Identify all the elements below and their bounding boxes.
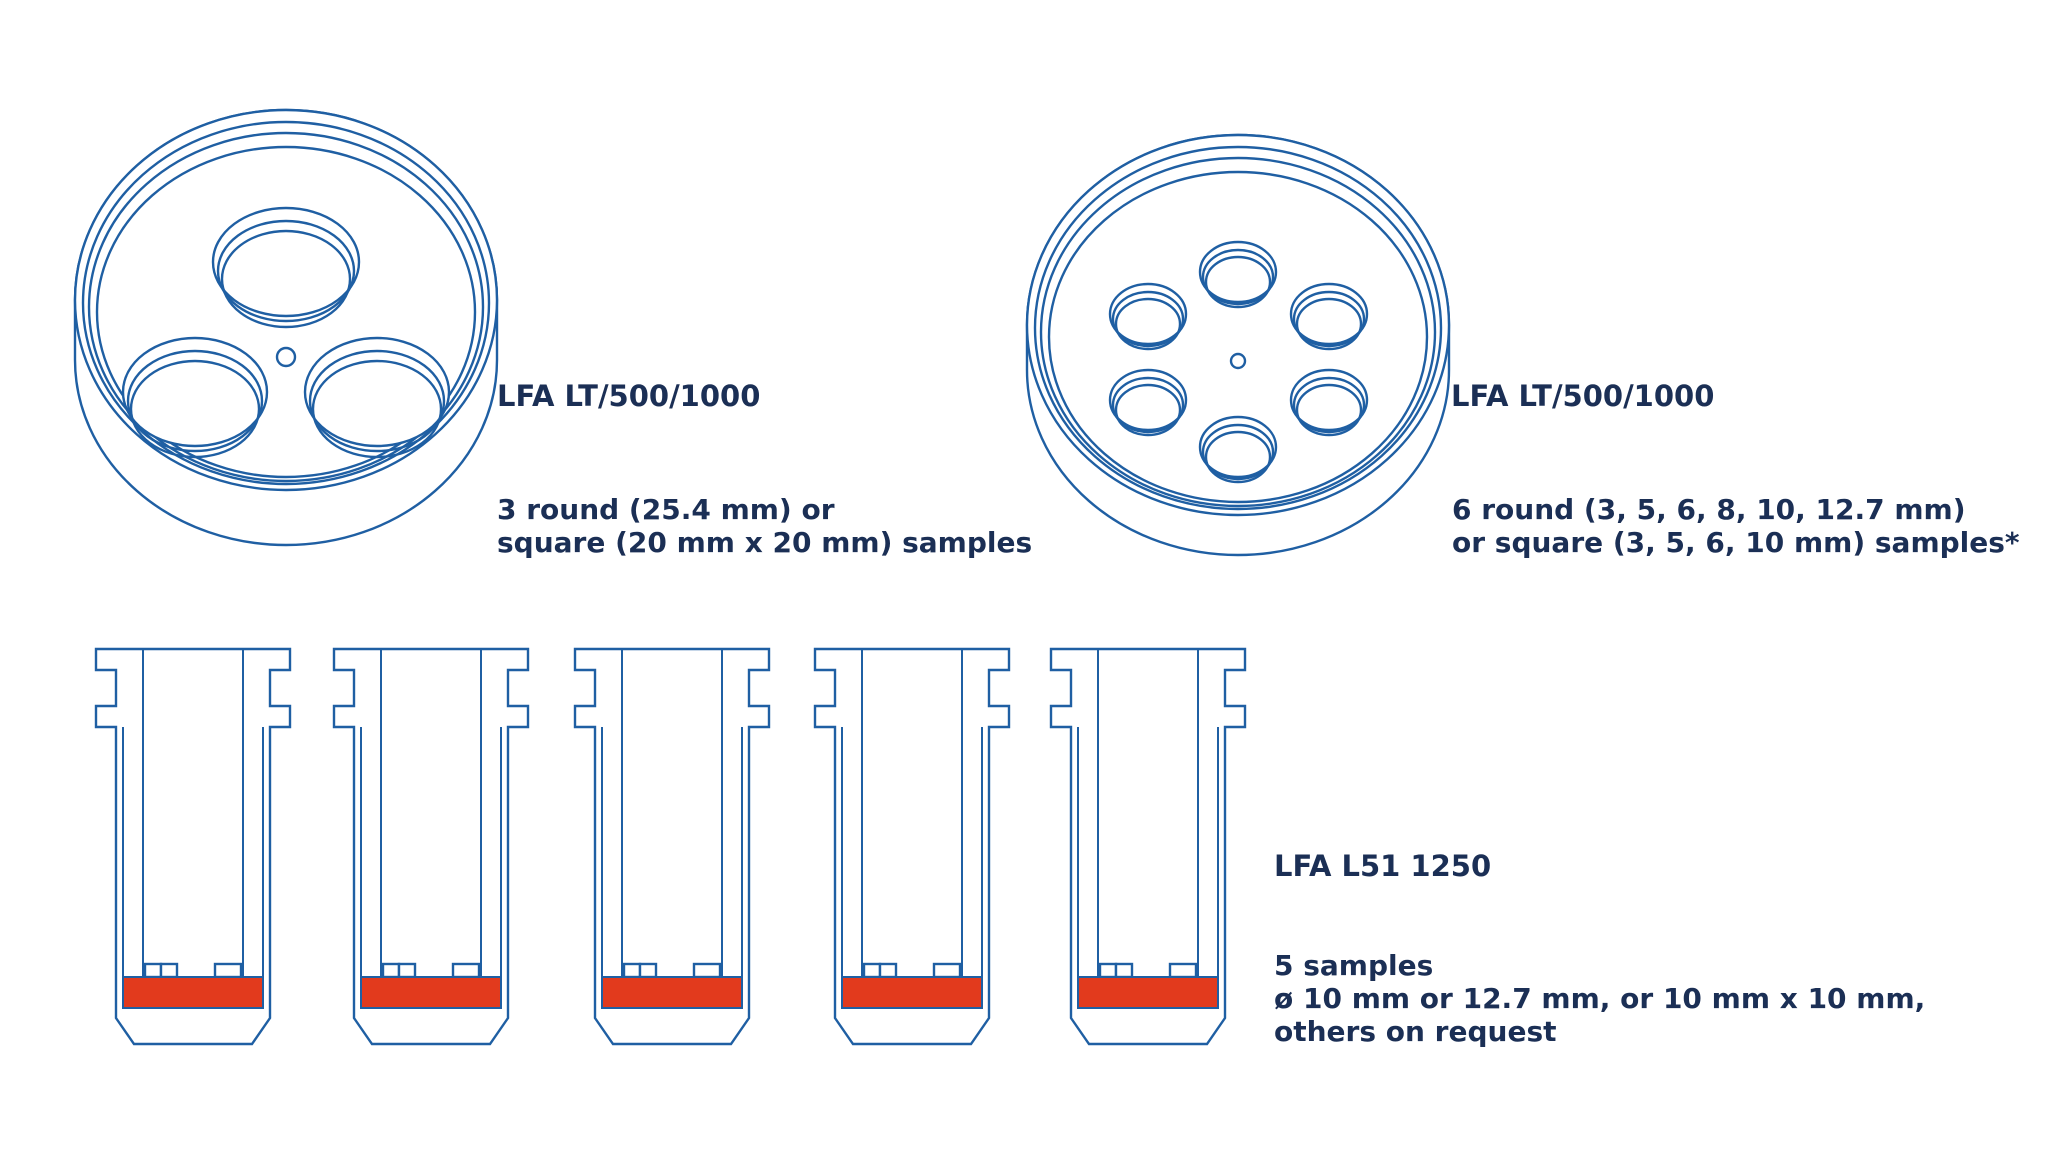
sample-well: [1289, 282, 1369, 351]
holder-l51-desc-line-1: 5 samples: [1274, 949, 1434, 982]
spacer-tab: [1114, 962, 1134, 979]
spacer-tab: [143, 962, 163, 979]
center-hole: [275, 346, 297, 368]
spacer-tab: [878, 962, 898, 979]
sample-well: [1198, 240, 1278, 309]
crucible-outline: [94, 647, 292, 1046]
holder-6-title: LFA LT/500/1000: [1451, 379, 1715, 413]
spacer-tab: [451, 962, 481, 979]
sample-well: [121, 336, 269, 459]
holder-3-title: LFA LT/500/1000: [497, 379, 761, 413]
sample-well: [303, 336, 451, 459]
sample-slab: [1077, 976, 1219, 1009]
sample-well: [1108, 282, 1188, 351]
holder-3-floor: [95, 145, 477, 479]
l51-crucible-row: [94, 647, 1247, 1046]
crucible: [332, 647, 530, 1046]
center-hole: [1229, 352, 1247, 370]
sample-well: [1289, 368, 1369, 437]
holder-l51-desc-line-3: others on request: [1274, 1015, 1557, 1048]
holder-3-rim-ring: [87, 131, 485, 483]
spacer-tab: [862, 962, 882, 979]
holder-3-desc-line-1: 3 round (25.4 mm) or: [497, 493, 835, 526]
crucible: [573, 647, 771, 1046]
holder-l51-desc-line-2: ø 10 mm or 12.7 mm, or 10 mm x 10 mm,: [1274, 982, 1926, 1015]
spacer-tab: [692, 962, 722, 979]
crucible-outline: [573, 647, 771, 1046]
holder-3-rim-ring: [81, 120, 491, 486]
holder-3-desc-line-2: square (20 mm x 20 mm) samples: [497, 526, 1033, 559]
holder-6-floor: [1047, 170, 1429, 504]
crucible-outline: [332, 647, 530, 1046]
sample-well: [1108, 368, 1188, 437]
spacer-tab: [1098, 962, 1118, 979]
sample-well: [211, 206, 361, 329]
spacer-tab: [1168, 962, 1198, 979]
crucible-outline: [813, 647, 1011, 1046]
spacer-tab: [213, 962, 243, 979]
spacer-tab: [622, 962, 642, 979]
holder-l51-title: LFA L51 1250: [1274, 849, 1492, 883]
holder-6-desc-line-2: or square (3, 5, 6, 10 mm) samples*: [1452, 526, 2020, 559]
crucible: [1049, 647, 1247, 1046]
crucible-outline: [1049, 647, 1247, 1046]
sample-well: [1198, 415, 1278, 484]
spacer-tab: [932, 962, 962, 979]
holder-6-rim-ring: [1039, 156, 1437, 508]
sample-slab: [841, 976, 983, 1009]
six-sample-holder-drawing: [1025, 133, 1451, 557]
crucible: [813, 647, 1011, 1046]
holder-6-desc-line-1: 6 round (3, 5, 6, 8, 10, 12.7 mm): [1452, 493, 1966, 526]
three-sample-holder-drawing: [73, 108, 499, 547]
spacer-tab: [159, 962, 179, 979]
spacer-tab: [638, 962, 658, 979]
spacer-tab: [397, 962, 417, 979]
sample-slab: [360, 976, 502, 1009]
holder-6-rim-ring: [1033, 145, 1443, 511]
sample-slab: [122, 976, 264, 1009]
sample-slab: [601, 976, 743, 1009]
spacer-tab: [381, 962, 401, 979]
crucible: [94, 647, 292, 1046]
